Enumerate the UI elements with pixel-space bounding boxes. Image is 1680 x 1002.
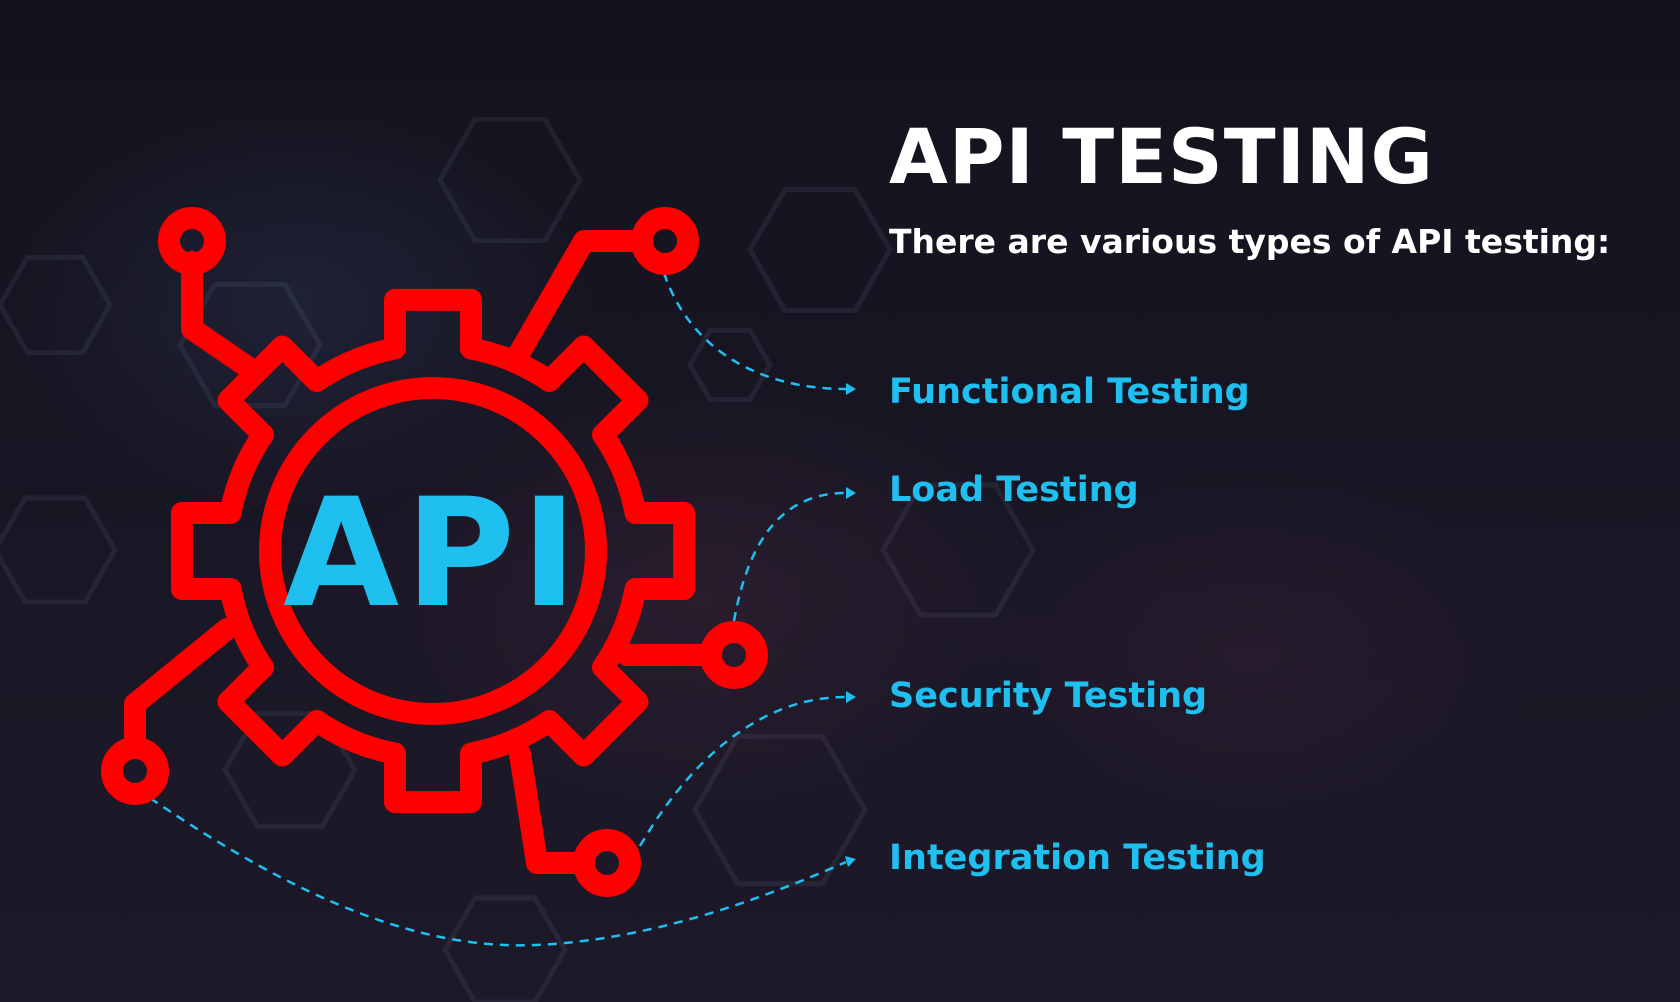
type-functional-testing: Functional Testing [889, 372, 1250, 412]
hexagon-decoration [177, 281, 323, 409]
node-bottom-left [101, 737, 169, 805]
link-bottom-right [509, 743, 595, 874]
gear-inner-ring [259, 377, 607, 725]
connector-load [732, 491, 847, 622]
connector-functional [662, 272, 847, 391]
node-right [700, 621, 768, 689]
gear-outline [170, 288, 696, 814]
hexagon-decoration [0, 254, 113, 356]
type-security-testing: Security Testing [889, 676, 1208, 716]
arrow-icon [845, 856, 856, 867]
node-bottom-right [573, 829, 641, 897]
gear-icon [101, 207, 768, 897]
hexagon-decoration [692, 733, 868, 887]
arrow-icon [846, 383, 856, 395]
arrowheads [845, 383, 856, 867]
connector-lines [149, 272, 847, 947]
link-top-right [509, 230, 653, 363]
page-subtitle: There are various types of API testing: [889, 222, 1611, 261]
arrow-icon [846, 691, 856, 703]
type-load-testing: Load Testing [889, 470, 1139, 510]
node-top-left [158, 207, 226, 275]
node-top-right [631, 207, 699, 275]
hexagon-decoration [687, 327, 773, 403]
hexagon-decoration [442, 895, 568, 1002]
link-top-left [181, 251, 263, 381]
type-integration-testing: Integration Testing [889, 838, 1266, 878]
hexagon-decoration [747, 186, 893, 314]
page-title: API TESTING [889, 112, 1434, 201]
connector-integration [149, 796, 847, 947]
api-center-label: API [283, 467, 583, 641]
arrow-icon [846, 487, 856, 499]
hexagon-decoration [437, 116, 583, 244]
link-bottom-left [124, 618, 238, 759]
hexagon-decoration [880, 482, 1036, 618]
connector-security [638, 695, 847, 847]
hexagon-decoration [0, 495, 118, 605]
